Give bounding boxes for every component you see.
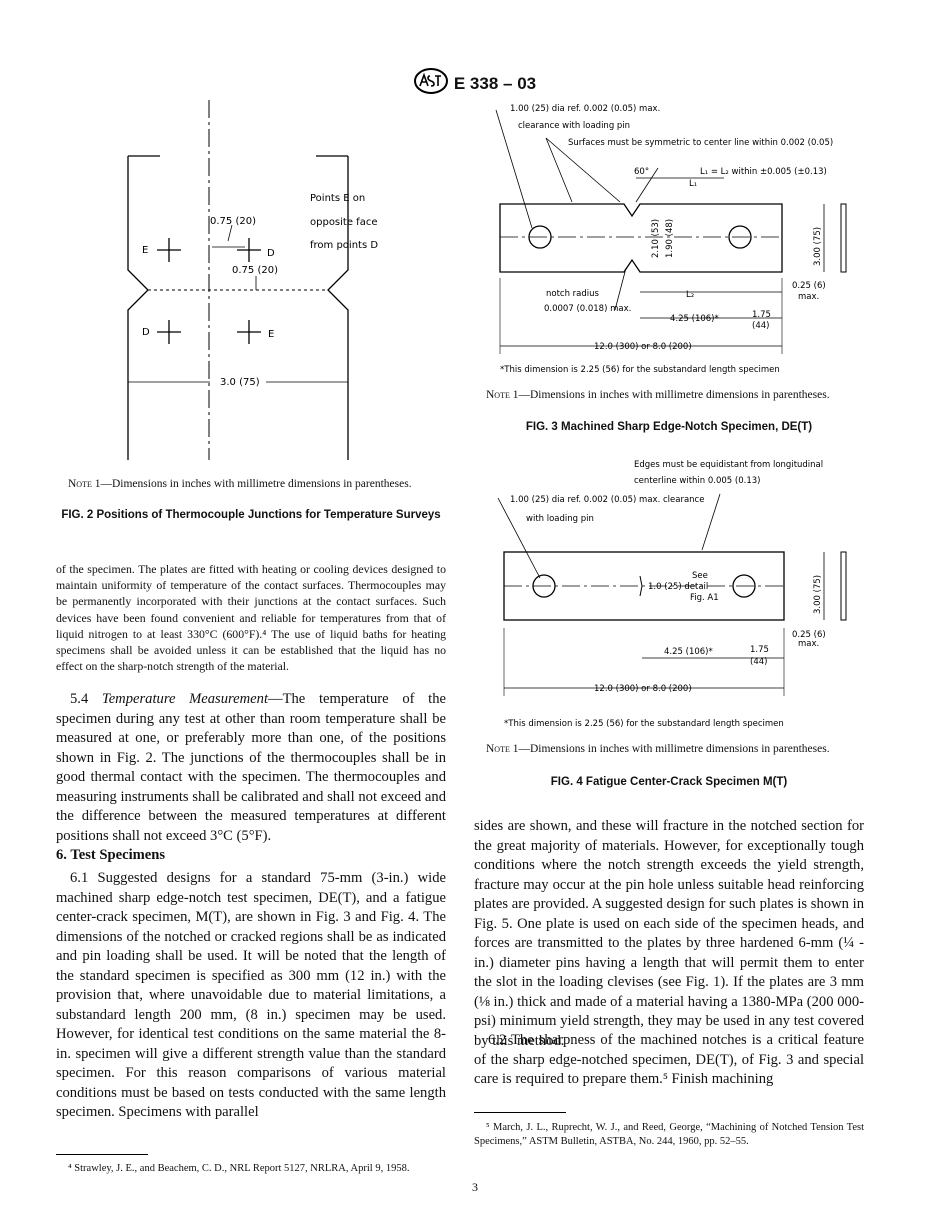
page-number: 3 [472,1180,478,1194]
fig4-dim-425: 4.25 (106)* [664,647,713,657]
fig2-right-edge [327,156,349,460]
fig2-point-d1: D [267,248,275,259]
fig2-points-note-1: Points E on [310,193,365,204]
footnote-5: ⁵ March, J. L., Ruprecht, W. J., and Ree… [474,1122,864,1147]
fig3-dim-44: (44) [752,321,769,331]
fig2-left-edge [127,156,149,460]
fig2-points-note-2: opposite face [310,217,377,228]
section-6-2-text: 6.2 The sharpness of the machined notche… [474,1032,864,1087]
section-6-1: 6.1 Suggested designs for a standard 75-… [56,869,446,1123]
fig4-dim-175: 1.75 [750,645,769,655]
section-6-2: 6.2 The sharpness of the machined notche… [474,1031,864,1090]
fig3-notch-value: 0.0007 (0.018) max. [544,304,631,314]
fig3-l2: L₂ [686,290,694,300]
fig3-drawing: 1.00 (25) dia ref. 0.002 (0.05) max. cle… [495,104,847,375]
fig3-dim-210: 2.10 (53) [651,219,661,258]
fig4-drawing: Edges must be equidistant from longitudi… [497,460,847,729]
fig4-note: Note 1—Dimensions in inches with millime… [474,742,864,757]
footnote-rule-right [474,1112,566,1113]
fig2-note-prefix: Note [68,478,92,490]
fig3-l1-l2-tolerance: L₁ = L₂ within ±0.005 (±0.13) [700,167,827,177]
fig2-dim-075-b: 0.75 (20) [232,265,278,276]
fig3-dim-190: 1.90 (48) [665,219,675,258]
footnote-4: ⁴ Strawley, J. E., and Beachem, C. D., N… [68,1163,410,1174]
fig3-dim-12: 12.0 (300) or 8.0 (200) [594,342,692,352]
fig3-pin-dia-1: 1.00 (25) dia ref. 0.002 (0.05) max. [510,104,660,114]
page-header: E 338 – 03 [0,68,950,99]
fig3-angle: 60° [634,167,649,177]
fig2-point-d2: D [142,327,150,338]
section-5-4: 5.4 Temperature Measurement—The temperat… [56,690,446,846]
fig4-dim-44: (44) [750,657,767,667]
astm-logo-icon [413,68,448,99]
fig2-point-e2: E [268,329,274,340]
fig4-fig-a1: Fig. A1 [690,593,719,603]
fig3-symmetric: Surfaces must be symmetric to center lin… [568,138,833,148]
fig3-l1: L₁ [689,179,697,189]
standard-designation: E 338 – 03 [453,73,537,93]
fig3-dim-300: 3.00 (75) [813,227,823,266]
fig2-drawing: Points E on opposite face from points D … [127,100,378,460]
fig3-dim-025: 0.25 (6) [792,281,826,291]
fig3-pin-dia-2: clearance with loading pin [518,121,630,131]
fig4-see: See [692,571,708,581]
fig4-detail-dim: 1.0 (25) detail [648,582,708,592]
fig3-notch-radius: notch radius [546,289,600,299]
section-5-4-title: Temperature Measurement [101,691,268,707]
section-5-4-number: 5.4 [70,691,102,707]
left-continued-paragraph: of the specimen. The plates are fitted w… [56,562,446,674]
footnote-rule-left [56,1154,148,1155]
fig2-dim-30: 3.0 (75) [220,377,260,388]
section-6-1-text: 6.1 Suggested designs for a standard 75-… [56,870,446,1120]
fig3-note: Note 1—Dimensions in inches with millime… [474,388,864,403]
fig4-footnote: *This dimension is 2.25 (56) for the sub… [504,719,784,729]
section-5-4-text: —The temperature of the specimen during … [56,691,446,844]
fig4-pin-dia-1: 1.00 (25) dia ref. 0.002 (0.05) max. cle… [510,495,704,505]
fig3-max: max. [798,292,819,302]
right-continued-paragraph: sides are shown, and these will fracture… [474,817,864,1051]
section-6-heading: 6. Test Specimens [56,847,166,863]
fig3-footnote: *This dimension is 2.25 (56) for the sub… [500,365,780,375]
fig3-dim-175: 1.75 [752,310,771,320]
right-continued-text: sides are shown, and these will fracture… [474,818,864,1049]
fig3-note-prefix: Note [486,389,510,401]
fig2-caption: FIG. 2 Positions of Thermocouple Junctio… [61,509,441,521]
fig4-dim-025: 0.25 (6) [792,630,826,640]
fig4-dim-12: 12.0 (300) or 8.0 (200) [594,684,692,694]
fig4-dim-300: 3.00 (75) [813,575,823,614]
fig2-note: Note 1—Dimensions in inches with millime… [56,477,446,492]
fig3-specimen-outline [499,203,783,273]
fig3-dim-425: 4.25 (106)* [670,314,719,324]
fig4-pin-dia-2: with loading pin [526,514,594,524]
fig4-edges-2: centerline within 0.005 (0.13) [634,476,760,486]
fig2-dim-075-a: 0.75 (20) [210,216,256,227]
fig2-point-e1: E [142,245,148,256]
fig4-note-text: 1—Dimensions in inches with millimetre d… [509,743,830,755]
fig3-caption: FIG. 3 Machined Sharp Edge-Notch Specime… [525,421,813,433]
fig4-max: max. [798,639,819,649]
fig4-caption: FIG. 4 Fatigue Center-Crack Specimen M(T… [550,776,788,788]
fig3-note-text: 1—Dimensions in inches with millimetre d… [509,389,830,401]
fig4-edges-1: Edges must be equidistant from longitudi… [634,460,823,470]
fig4-note-prefix: Note [486,743,510,755]
fig2-points-note-3: from points D [310,240,378,251]
fig2-note-text: 1—Dimensions in inches with millimetre d… [91,478,412,490]
